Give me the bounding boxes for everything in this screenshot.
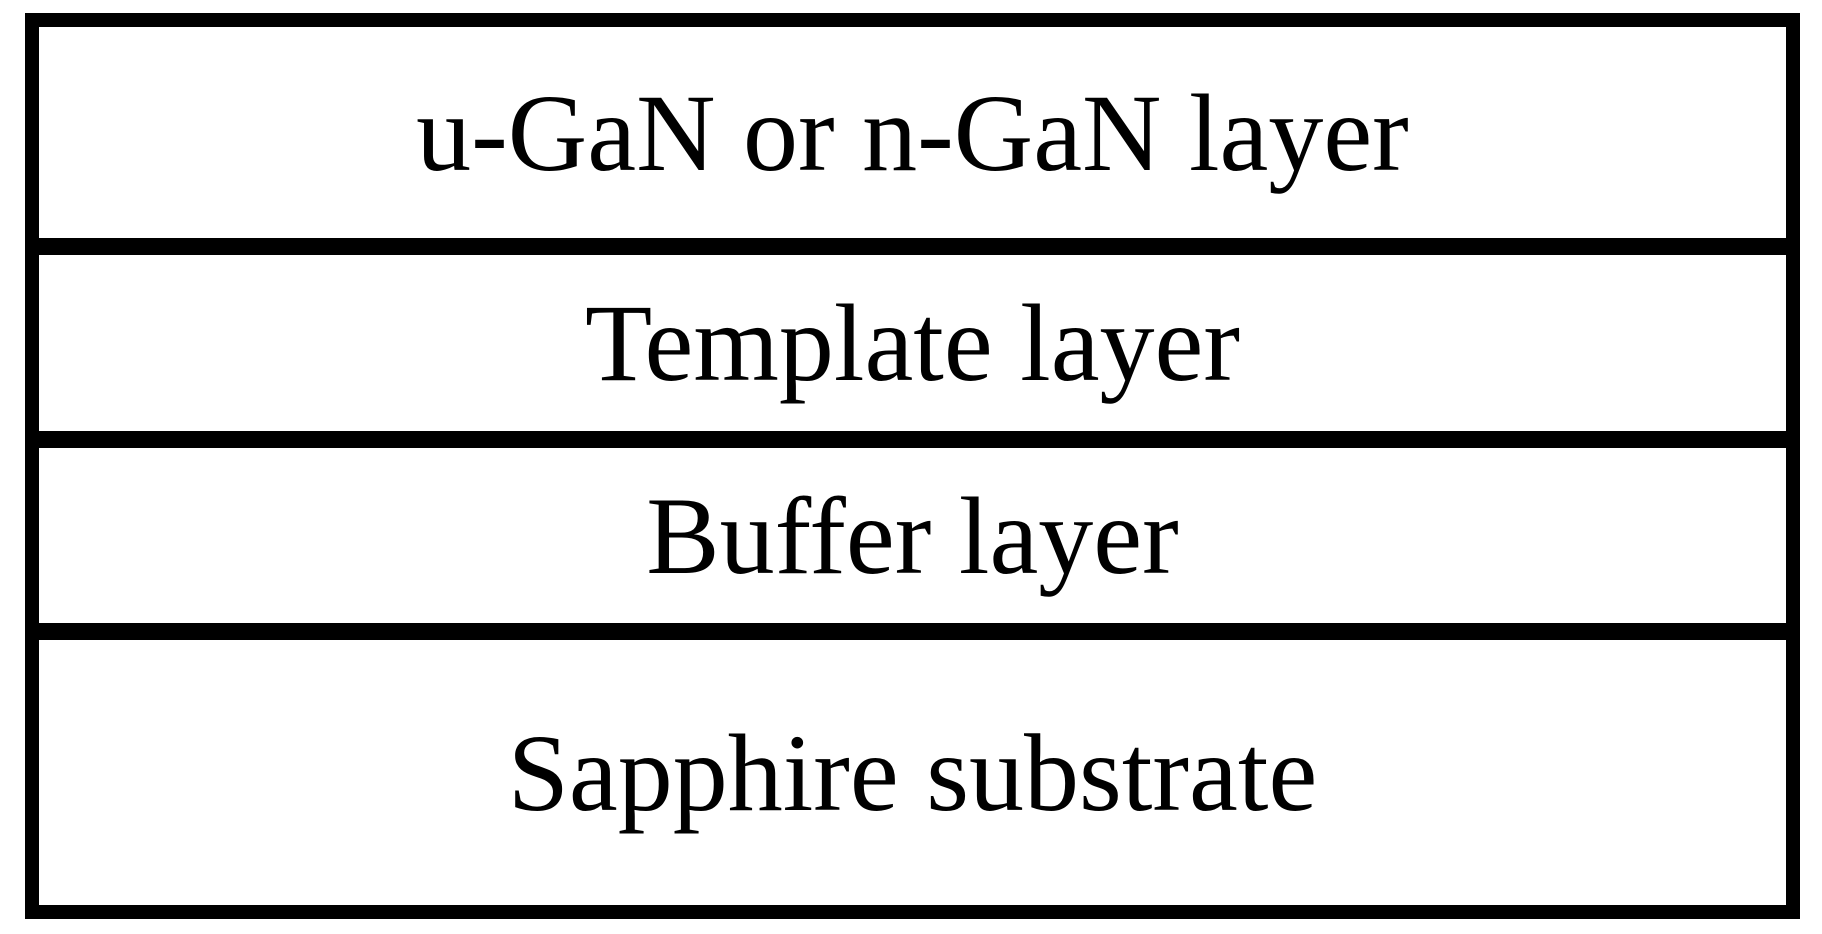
layer-label-buffer: Buffer layer [646,474,1179,597]
layer-box-gan: u-GaN or n-GaN layer [39,27,1786,238]
layer-label-template: Template layer [584,282,1240,404]
layer-box-buffer: Buffer layer [39,448,1786,623]
layer-divider [39,238,1786,255]
layer-box-template: Template layer [39,255,1786,431]
layer-stack-diagram: u-GaN or n-GaN layer Template layer Buff… [25,13,1800,919]
layer-divider [39,431,1786,448]
layer-label-gan: u-GaN or n-GaN layer [416,71,1409,194]
layer-label-sapphire: Sapphire substrate [507,711,1318,834]
layer-box-sapphire: Sapphire substrate [39,640,1786,905]
layer-divider [39,623,1786,640]
